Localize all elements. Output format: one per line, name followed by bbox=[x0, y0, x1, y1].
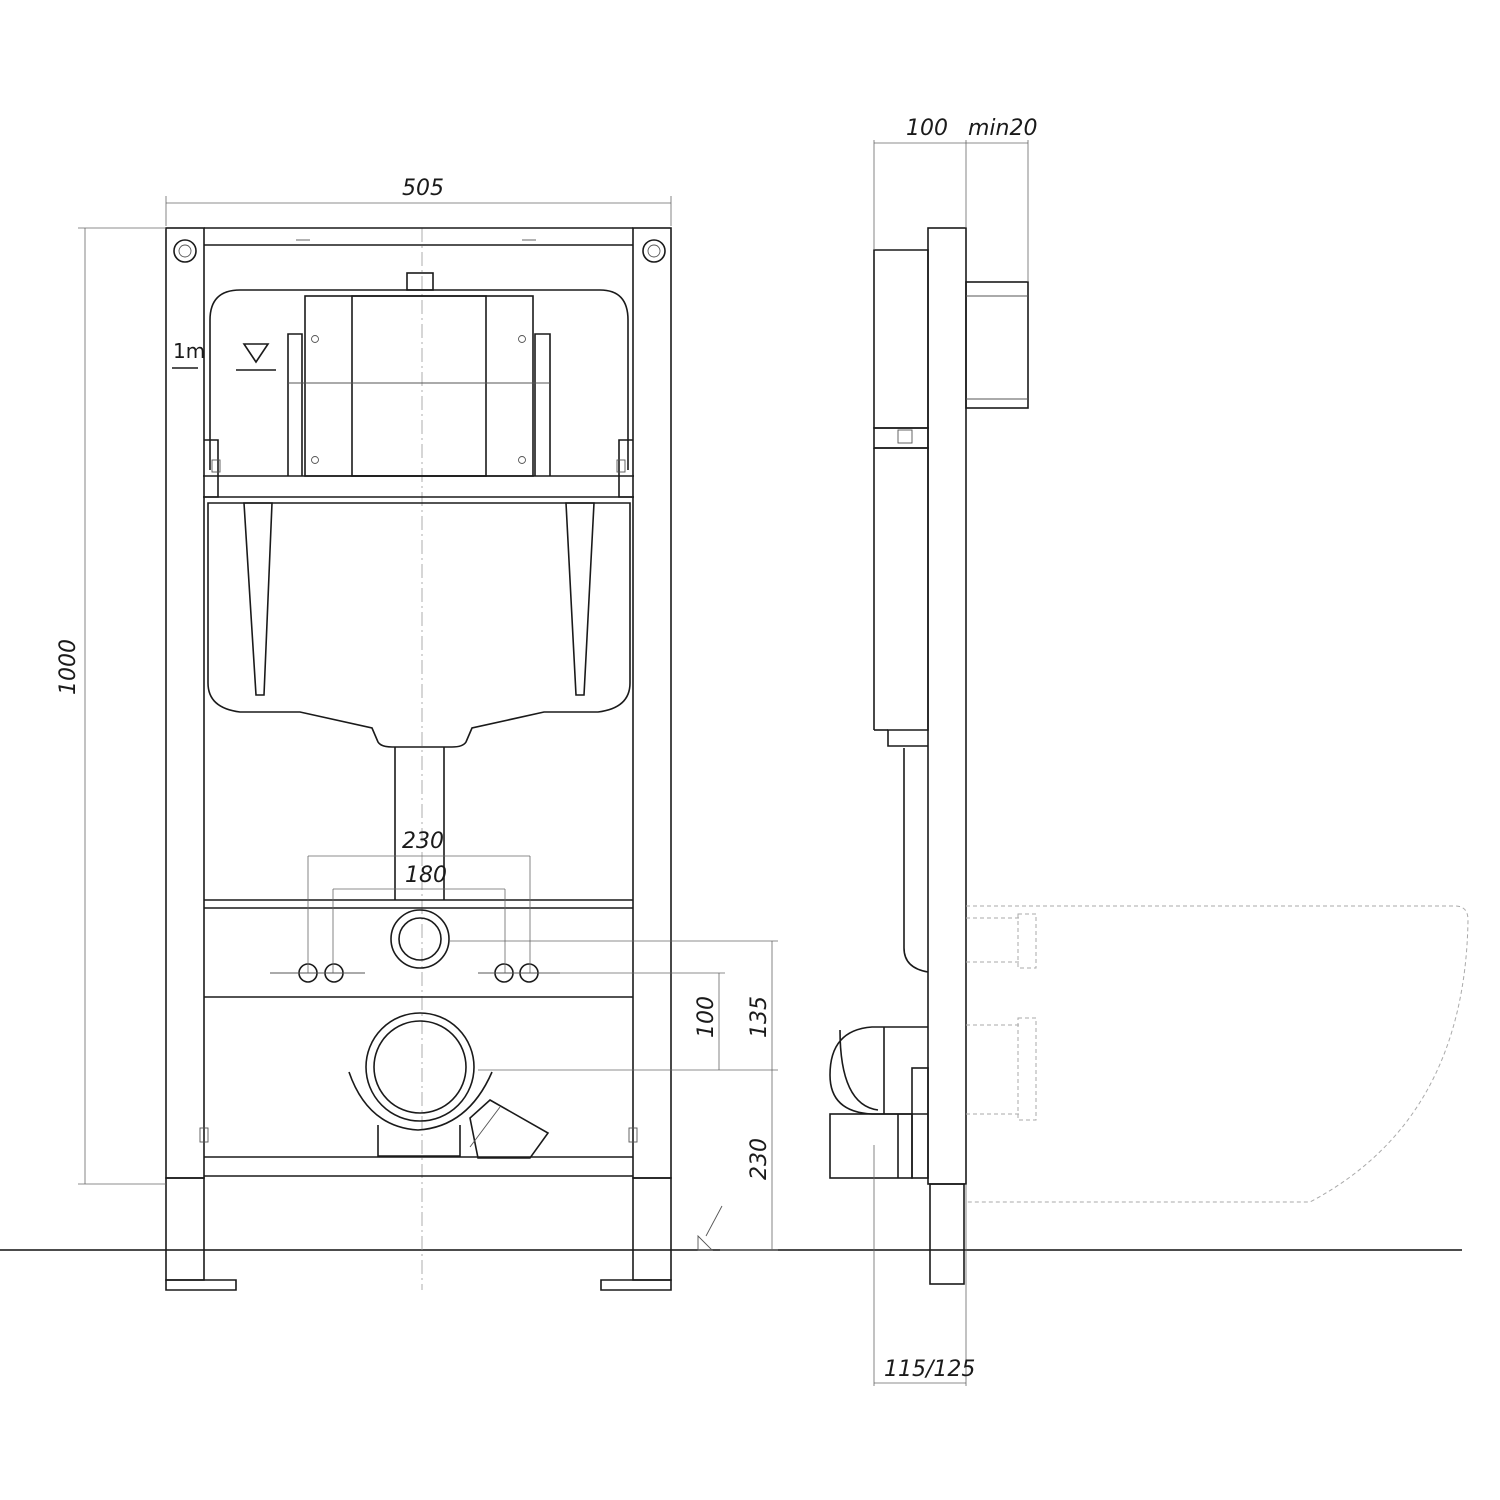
svg-text:230: 230 bbox=[402, 829, 444, 854]
dimension-505: 505 bbox=[165, 176, 672, 226]
dimension-115-125: 115/125 bbox=[873, 1145, 975, 1386]
mounting-hole-icon bbox=[642, 239, 666, 263]
dimension-230-bottom: 230 bbox=[720, 1070, 778, 1251]
svg-text:230: 230 bbox=[747, 1138, 772, 1180]
mounting-hole-icon bbox=[173, 239, 197, 263]
dimension-180: 180 bbox=[332, 863, 506, 973]
water-level-mark: 1m bbox=[173, 339, 205, 363]
svg-text:100: 100 bbox=[906, 116, 948, 141]
svg-text:min20: min20 bbox=[968, 116, 1037, 141]
svg-text:100: 100 bbox=[694, 996, 719, 1038]
svg-text:180: 180 bbox=[405, 863, 447, 888]
svg-text:135: 135 bbox=[747, 996, 772, 1038]
water-level-icon bbox=[236, 343, 276, 371]
dimension-100-depth: 100 bbox=[873, 116, 967, 250]
dimension-100: 100 bbox=[478, 972, 778, 1071]
svg-text:115/125: 115/125 bbox=[884, 1357, 975, 1382]
svg-text:505: 505 bbox=[402, 176, 444, 201]
dimension-1000: 1000 bbox=[56, 227, 166, 1185]
floor-level-icon bbox=[697, 1205, 723, 1251]
side-view bbox=[829, 227, 1469, 1285]
dimension-min20: min20 bbox=[966, 116, 1037, 282]
dimension-135: 135 bbox=[450, 940, 778, 1070]
svg-text:1000: 1000 bbox=[56, 639, 81, 695]
dimension-230-top: 230 bbox=[307, 829, 531, 973]
front-view: 1m bbox=[165, 227, 672, 1291]
